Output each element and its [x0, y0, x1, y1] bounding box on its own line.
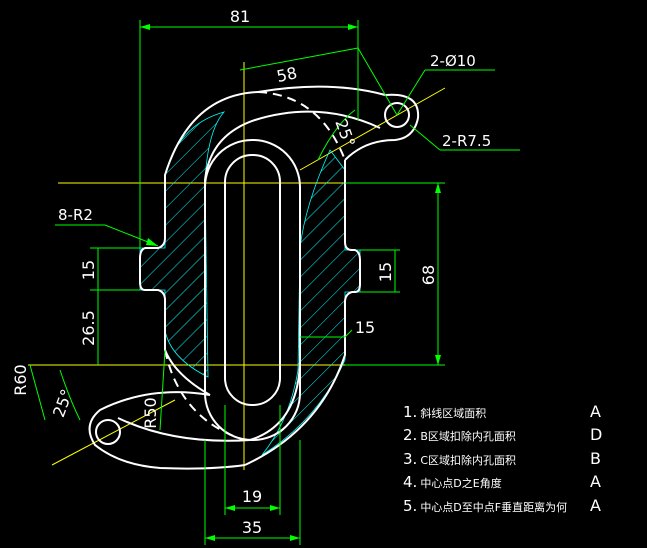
answer-letter: B [590, 449, 601, 468]
outer-contour-left [139, 91, 259, 396]
callout-holes-text: 2-Ø10 [430, 52, 476, 70]
dim-r50-text: R50 [141, 397, 160, 428]
question-list: 1.斜线区域面积 A 2.B区域扣除内孔面积 D 3.C区域扣除内孔面积 B 4… [403, 402, 602, 515]
dim-19-text: 19 [242, 487, 262, 506]
arrow-81-left [140, 24, 150, 30]
arrow-81-right [348, 24, 358, 30]
centerline-hole-left-diag [51, 399, 176, 466]
centerline-hole-right-diag [299, 87, 446, 171]
hatched-regions [139, 111, 361, 456]
dashed-arc-top [257, 91, 346, 161]
dim-25-top-arc [317, 109, 356, 161]
question-item: 2.B区域扣除内孔面积 D [403, 425, 602, 444]
question-text: 中心点D至中点F垂直距离为何 [420, 500, 567, 514]
outer-contour-hole-right-lug [344, 93, 420, 161]
question-item: 5.中心点D至中点F垂直距离为何 A [403, 496, 601, 515]
hatch-region-left [139, 111, 226, 378]
dim-15-step-leader [344, 329, 353, 338]
dim-15-left-text: 15 [79, 260, 98, 280]
outer-contour-right [244, 160, 361, 466]
dim-35-text: 35 [242, 518, 262, 537]
question-number: 1. [403, 403, 417, 421]
arrow-fillets [146, 238, 158, 246]
question-text: 中心点D之E角度 [420, 476, 501, 490]
dim-15-step-text: 15 [355, 318, 375, 337]
dim-r50-leader [159, 349, 166, 431]
arrowheads [140, 24, 441, 541]
svg-text:5.中心点D至中点F垂直距离为何: 5.中心点D至中点F垂直距离为何 [403, 497, 567, 515]
answer-letter: A [590, 496, 601, 515]
question-item: 4.中心点D之E角度 A [403, 472, 601, 491]
question-item: 1.斜线区域面积 A [403, 402, 601, 421]
question-text: B区域扣除内孔面积 [420, 429, 516, 443]
svg-text:4.中心点D之E角度: 4.中心点D之E角度 [403, 473, 502, 491]
dim-58-line [239, 47, 359, 71]
question-item: 3.C区域扣除内孔面积 B [403, 449, 601, 468]
dim-25-top-text: 25° [331, 117, 359, 150]
dim-r60-leader [29, 364, 46, 421]
dim-15-right-text: 15 [376, 262, 395, 282]
arrow-35-left [205, 535, 215, 541]
dimension-texts: 81 58 25° 68 15 26.5 15 15 R60 25° R50 1… [11, 7, 491, 537]
hole-left [95, 419, 121, 445]
inner-contour-top-arm [204, 110, 381, 378]
outer-contour-top-arm [257, 85, 386, 96]
dim-58-ext [357, 47, 398, 116]
question-number: 3. [403, 450, 417, 468]
question-text: 斜线区域面积 [420, 406, 486, 420]
dim-25-bottom-text: 25° [49, 387, 77, 420]
dim-68-text: 68 [419, 265, 438, 285]
slot-inner [224, 154, 281, 406]
question-number: 5. [403, 497, 417, 515]
question-text: C区域扣除内孔面积 [420, 453, 516, 467]
svg-text:3.C区域扣除内孔面积: 3.C区域扣除内孔面积 [403, 450, 516, 468]
arrow-19-right [270, 505, 280, 511]
dimension-lines [29, 20, 520, 545]
dim-r60-text: R60 [11, 364, 30, 395]
part-outline [88, 85, 420, 470]
arrow-68-bottom [435, 355, 441, 365]
outer-contour-bottom-arm [88, 391, 246, 470]
callout-fillets-text: 8-R2 [58, 206, 93, 224]
callout-r75-leader [409, 124, 441, 151]
callout-r75-text: 2-R7.5 [442, 132, 491, 150]
callout-holes-leader [396, 69, 426, 116]
dim-26-5-text: 26.5 [79, 310, 98, 346]
answer-letter: D [590, 425, 602, 444]
answer-letter: A [590, 402, 601, 421]
arrow-19-left [225, 505, 235, 511]
question-number: 2. [403, 426, 417, 444]
question-number: 4. [403, 473, 417, 491]
dim-25-bottom-arc [59, 369, 81, 421]
arrow-35-right [290, 535, 300, 541]
hole-right [384, 102, 410, 128]
svg-text:2.B区域扣除内孔面积: 2.B区域扣除内孔面积 [403, 426, 516, 444]
dim-58-text: 58 [275, 63, 299, 86]
arrow-68-top [435, 183, 441, 193]
slot-outer [204, 139, 301, 441]
svg-text:1.斜线区域面积: 1.斜线区域面积 [403, 403, 486, 421]
dim-81-text: 81 [230, 7, 250, 26]
answer-letter: A [590, 472, 601, 491]
